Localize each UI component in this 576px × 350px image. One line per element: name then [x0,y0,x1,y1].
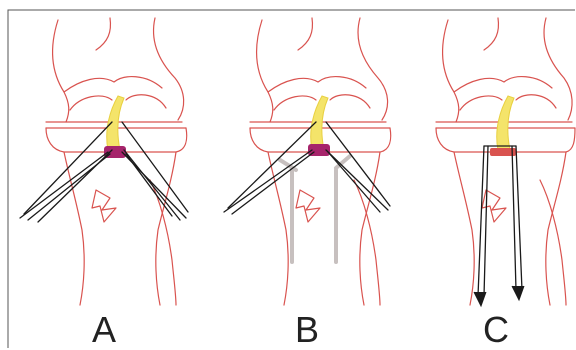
panel-c-ligament [497,96,514,150]
panel-a-drawing [20,18,188,305]
panel-c-drawing [436,18,575,306]
panel-b-ligament [311,96,328,150]
panel-c-tibia [454,152,566,305]
panel-b-drawing [224,18,391,305]
panel-a-tibia [64,152,176,305]
panel-c-pull-arrow-left [474,292,486,306]
panel-c-pull-arrow-right [512,286,524,300]
panel-a-label: A [74,312,134,348]
panel-b-sutures [224,122,390,214]
panel-b-tibia [268,152,380,305]
panel-a-ligament [107,96,124,150]
panel-c-label: C [466,312,526,348]
panel-c-sutures [474,146,524,306]
panel-b-label: B [277,312,337,348]
